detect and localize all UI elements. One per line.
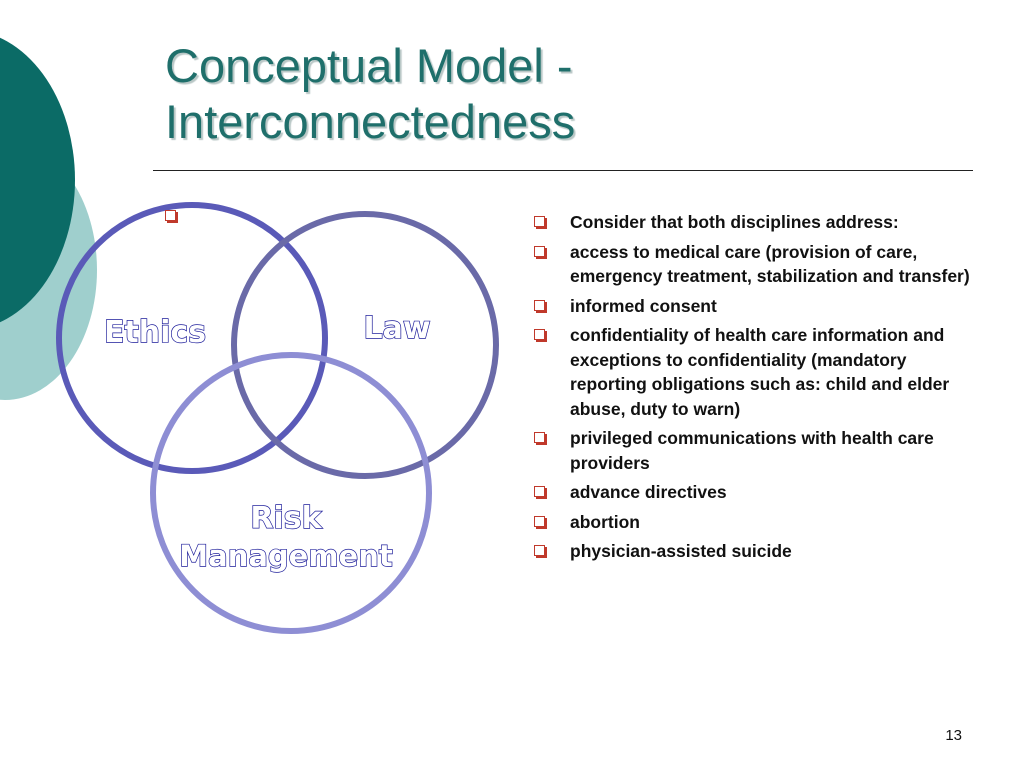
bullet-item: access to medical care (provision of car…: [533, 240, 973, 289]
risk-management-circle: [150, 352, 432, 634]
law-label: Law: [363, 311, 430, 346]
checkbox-bullet-icon: [534, 216, 545, 227]
bullet-text: Consider that both disciplines address:: [570, 212, 899, 232]
title-line-2: Interconnectedness: [165, 95, 576, 148]
dark-teal-circle: [0, 37, 75, 323]
checkbox-bullet-icon: [534, 245, 545, 257]
bullet-text: privileged communications with health ca…: [570, 428, 934, 473]
venn-diagram: Ethics Law Risk Management: [56, 202, 499, 634]
checkbox-bullet-icon: [534, 545, 545, 556]
checkbox-bullet-icon: [534, 486, 545, 497]
bullet-item: confidentiality of health care informati…: [533, 323, 973, 421]
bullet-text: informed consent: [570, 295, 717, 316]
bullet-text: access to medical care (provision of car…: [570, 241, 970, 287]
checkbox-bullet-icon: [534, 515, 545, 527]
checkbox-bullet-icon: [534, 329, 545, 340]
checkbox-bullet-icon: [534, 299, 545, 311]
bullet-item: Consider that both disciplines address:: [533, 210, 973, 235]
management-label: Management: [179, 539, 393, 573]
corner-decoration: [0, 37, 97, 400]
bullet-item: informed consent: [533, 294, 973, 319]
bullet-item: abortion: [533, 510, 973, 535]
bullet-item: privileged communications with health ca…: [533, 426, 973, 475]
title-line-1: Conceptual Model -: [165, 39, 573, 92]
page-number: 13: [945, 727, 962, 744]
bullet-item: physician-assisted suicide: [533, 539, 973, 564]
stray-bullet-icon: [165, 210, 176, 221]
ethics-label: Ethics: [104, 315, 206, 350]
slide-title: Conceptual Model - Interconnectedness: [165, 38, 575, 150]
bullet-text: abortion: [570, 511, 640, 532]
law-circle: [231, 211, 499, 479]
title-divider: [153, 170, 973, 171]
bullet-text: advance directives: [570, 482, 727, 502]
bullet-list: Consider that both disciplines address: …: [533, 210, 973, 569]
risk-label: Risk: [250, 501, 322, 536]
ethics-circle: [56, 202, 328, 474]
checkbox-bullet-icon: [534, 432, 545, 443]
bullet-text: physician-assisted suicide: [570, 541, 792, 561]
bullet-text: confidentiality of health care informati…: [570, 325, 950, 419]
bullet-item: advance directives: [533, 480, 973, 505]
